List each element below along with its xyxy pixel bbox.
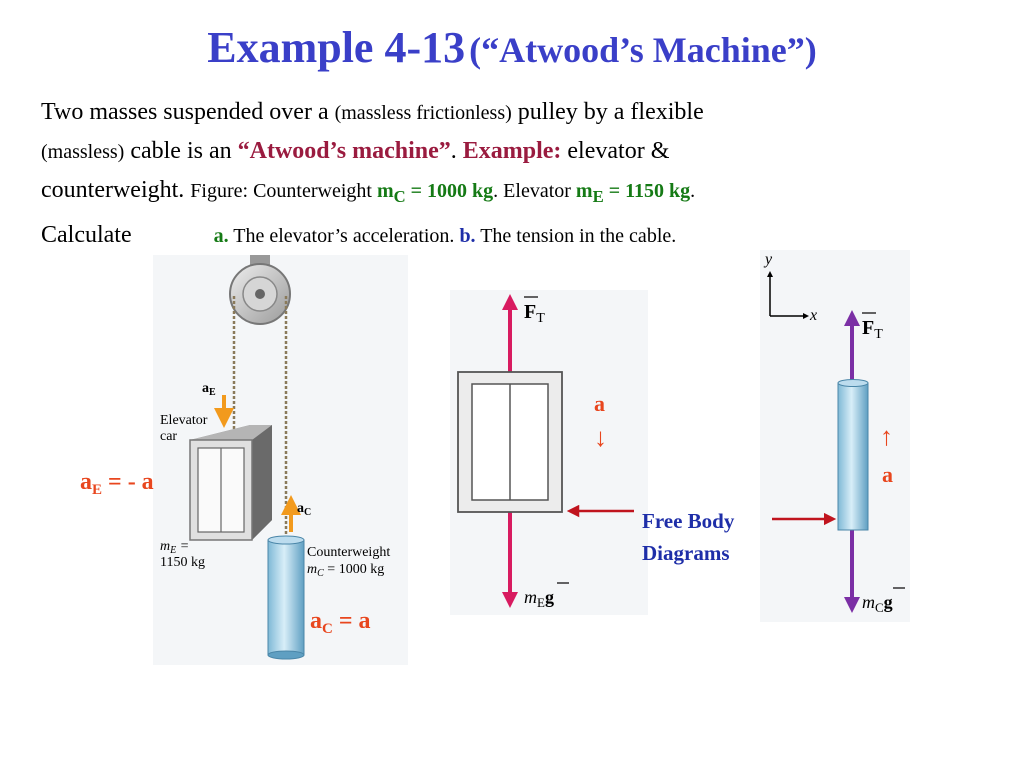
tension-label-counterweight: FT <box>862 317 883 342</box>
title-sub: (“Atwood’s Machine”) <box>469 30 817 70</box>
elevator-accel-arrow: ↓ <box>594 423 607 452</box>
mass-symbol: m <box>376 180 394 202</box>
elevator-mass: = 1150 kg <box>603 180 691 202</box>
ae-equation: aE = - a <box>80 469 154 498</box>
atwood-term: “Atwood’s machine” <box>237 138 451 164</box>
atwood-machine-figure: aE Elevator car aC mE = 1150 kg Counterw… <box>153 255 408 665</box>
ae-vector-label: aE <box>202 381 216 398</box>
counterweight-body <box>267 539 305 656</box>
text-fragment: Two masses suspended over a <box>41 99 335 125</box>
elevator-car-label: Elevator <box>160 413 208 428</box>
counterweight-mass: = 1000 kg <box>405 180 494 202</box>
weight-label-counterweight: mCg <box>862 592 893 615</box>
text-fragment: (massless) <box>41 141 125 163</box>
part-a-text: The elevator’s acceleration. <box>228 225 460 247</box>
statement-line-1: Two masses suspended over a (massless fr… <box>41 93 986 132</box>
mass-subscript: C <box>393 187 406 206</box>
elevator-car-label-2: car <box>160 429 177 444</box>
elevator-fbd: FT mEg <box>450 290 648 615</box>
text-fragment: pulley by a flexible <box>511 99 704 125</box>
title-main: Example 4-13 <box>207 23 466 72</box>
text-fragment: . Elevator <box>493 180 576 202</box>
part-b-text: The tension in the cable. <box>475 225 677 247</box>
elevator-accel-label: a <box>594 391 605 416</box>
text-fragment: cable is an <box>124 138 238 164</box>
fbd-background <box>760 250 910 622</box>
elevator-mass-label: mE = <box>160 539 189 556</box>
calculate-word: Calculate <box>41 222 132 248</box>
statement-line-3: counterweight. Figure: Counterweight mC … <box>41 171 986 216</box>
fbd-caption-line1: Free Body <box>642 509 735 533</box>
y-axis-label: y <box>763 251 773 268</box>
part-b-label: b. <box>459 225 476 247</box>
tension-label-elevator: FT <box>524 301 545 326</box>
x-axis-label: x <box>809 307 817 324</box>
weight-label-elevator: mEg <box>524 587 554 610</box>
text-fragment: counterweight. <box>41 177 191 203</box>
elevator-car-top <box>190 425 272 440</box>
example-label: Example: <box>462 138 562 164</box>
ac-equation: aC = a <box>310 608 371 637</box>
text-fragment: elevator & <box>561 138 670 164</box>
statement-line-4: Calculate a. The elevator’s acceleration.… <box>41 216 986 255</box>
counterweight-fbd-body <box>837 382 869 531</box>
ac-vector-label: aC <box>297 501 311 518</box>
mass-symbol: m <box>575 180 593 202</box>
counterweight-fbd-top <box>837 379 869 387</box>
part-a-label: a. <box>213 225 229 247</box>
text-fragment: . <box>450 138 463 164</box>
slide-title: Example 4-13 (“Atwood’s Machine”) <box>0 22 1024 73</box>
text-fragment: . <box>690 180 696 202</box>
counterweight-bottom <box>267 650 305 660</box>
mass-subscript: E <box>592 187 604 206</box>
pulley-support <box>250 255 270 265</box>
text-fragment: (massless frictionless) <box>334 102 512 124</box>
counterweight-accel-arrow: ↑ <box>880 422 893 451</box>
problem-statement: Two masses suspended over a (massless fr… <box>41 93 986 255</box>
pulley-axle <box>255 289 265 299</box>
counterweight-mass-label: mC = 1000 kg <box>307 562 384 579</box>
counterweight-label: Counterweight <box>307 545 390 560</box>
elevator-mass-value: 1150 kg <box>160 555 205 570</box>
counterweight-fbd: y x FT mCg <box>760 250 910 622</box>
counterweight-top <box>267 535 305 545</box>
fbd-caption-line2: Diagrams <box>642 541 730 565</box>
statement-line-2: (massless) cable is an “Atwood’s machine… <box>41 132 986 171</box>
counterweight-accel-label: a <box>882 462 893 487</box>
elevator-car-side <box>250 425 272 540</box>
text-fragment: Figure: Counterweight <box>190 180 377 202</box>
